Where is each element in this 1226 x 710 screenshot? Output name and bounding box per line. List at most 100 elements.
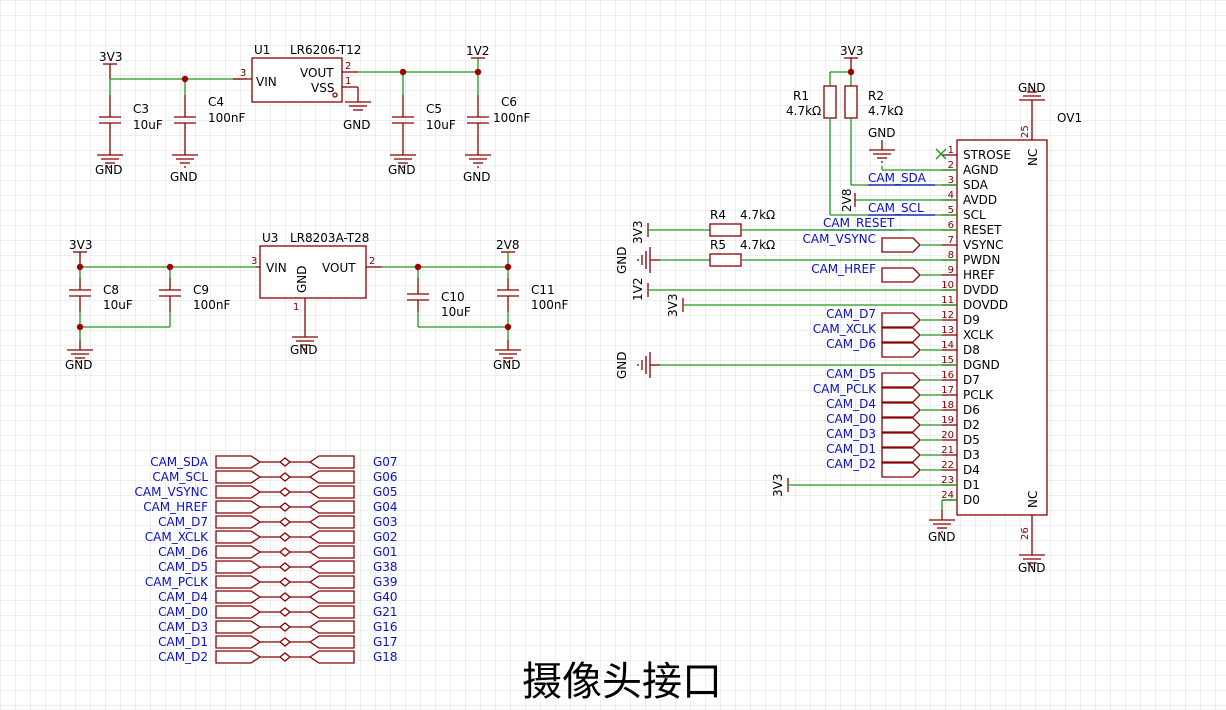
- port-shape: [881, 372, 921, 388]
- gpio-pin-name: G01: [373, 545, 398, 559]
- gpio-net-name: CAM_HREF: [143, 500, 208, 514]
- ov1-pin26-num: 26: [1020, 527, 1031, 540]
- ov1-pin-name: PCLK: [963, 388, 994, 402]
- ov1-pin-number: 19: [941, 415, 954, 426]
- ov1-pin-number: 8: [948, 250, 954, 261]
- ov1-pin-number: 10: [941, 280, 954, 291]
- ov1-pin-number: 21: [941, 445, 954, 456]
- gpio-map-row: [215, 590, 355, 604]
- gpio-map-row: [215, 560, 355, 574]
- gpio-pin-name: G05: [373, 485, 398, 499]
- c3-value: 10uF: [133, 118, 163, 132]
- gpio-map-row: [215, 545, 355, 559]
- sheet-title: 摄像头接口: [522, 659, 722, 705]
- gnd-label-c8: GND: [65, 358, 93, 372]
- gpio-net-name: CAM_D4: [158, 590, 208, 604]
- ov1-pin-number: 7: [948, 235, 954, 246]
- gpio-net-name: CAM_SCL: [152, 470, 208, 484]
- u3-part: LR8203A-T28: [290, 231, 369, 245]
- port-shape: [881, 342, 921, 358]
- ov1-pin-name: D4: [963, 463, 980, 477]
- u3-pin-gnd: GND: [295, 265, 309, 293]
- gpio-net-name: CAM_PCLK: [145, 575, 209, 589]
- gnd-label-dgnd: GND: [615, 351, 629, 379]
- ov1-pin-name: D9: [963, 313, 980, 327]
- ov1-pin-number: 17: [941, 385, 954, 396]
- gnd-label-ov1-bottom: GND: [1018, 561, 1046, 575]
- ov1-pin-name: DOVDD: [963, 298, 1008, 312]
- gpio-pin-name: G02: [373, 530, 398, 544]
- ov1-pin-name: D0: [963, 493, 980, 507]
- ov1-pin-name: STROSE: [963, 148, 1011, 162]
- ov1-pin-name: D5: [963, 433, 980, 447]
- port-shape: [881, 432, 921, 448]
- c10-value: 10uF: [441, 305, 471, 319]
- r5-value: 4.7kΩ: [740, 238, 775, 252]
- ov1-pin-number: 9: [948, 265, 954, 276]
- ov1-pin-number: 2: [948, 160, 954, 171]
- ov1-pin-number: 3: [948, 175, 954, 186]
- port-shape: [881, 447, 921, 463]
- gpio-map-row: [215, 470, 355, 484]
- ov1-pin-name: SCL: [963, 208, 986, 222]
- gnd-label-c5: GND: [388, 163, 416, 177]
- reset-pwdn-resistors: 3V3 R4 4.7kΩ GND R5 4.7kΩ 1V2 3V3 GND 3V…: [615, 148, 957, 544]
- port-shape: [881, 387, 921, 403]
- gnd-label-c4: GND: [170, 170, 198, 184]
- c8-ref: C8: [103, 283, 119, 297]
- port-shape: [881, 267, 921, 283]
- port-net-label: CAM_D3: [826, 427, 876, 441]
- r1-value: 4.7kΩ: [786, 104, 821, 118]
- gnd-label-agnd: GND: [868, 126, 896, 140]
- ov1-nc-top: NC: [1026, 149, 1040, 166]
- u3-pin2-num: 2: [369, 256, 375, 267]
- ov1-pin-number: 15: [941, 355, 954, 366]
- ov1-pin-number: 23: [941, 475, 954, 486]
- u1-pin2-num: 2: [345, 61, 351, 72]
- r2-ref: R2: [868, 89, 884, 103]
- net-cam-scl: CAM_SCL: [868, 201, 924, 215]
- c4-value: 100nF: [208, 111, 246, 125]
- u3-pin-vin: VIN: [266, 261, 287, 275]
- gpio-pin-name: G39: [373, 575, 398, 589]
- gpio-pin-name: G38: [373, 560, 398, 574]
- port-net-label: CAM_HREF: [811, 262, 876, 276]
- ov1-pin-name: AGND: [963, 163, 999, 177]
- port-shape: [881, 237, 921, 253]
- u3-regulator-block: 3V3 C8 10uF C9 100nF GND: [65, 231, 569, 372]
- c5-ref: C5: [426, 102, 442, 116]
- port-net-label: CAM_D7: [826, 307, 876, 321]
- ov1-pin-name: SDA: [963, 178, 989, 192]
- ov1-pin-name: HREF: [963, 268, 995, 282]
- c9-value: 100nF: [193, 298, 231, 312]
- ov1-pin-name: DVDD: [963, 283, 999, 297]
- ov1-pin-number: 13: [941, 325, 954, 336]
- power-flag-3v3-reset: 3V3: [631, 221, 645, 244]
- port-net-label: CAM_PCLK: [813, 382, 877, 396]
- gpio-net-name: CAM_D3: [158, 620, 208, 634]
- ov1-pin-number: 24: [941, 490, 954, 501]
- port-shape: [881, 402, 921, 418]
- ov1-pin25-num: 25: [1020, 125, 1031, 138]
- gpio-net-name: CAM_D0: [158, 605, 208, 619]
- ov1-pin-number: 4: [948, 190, 954, 201]
- power-flag-1v2: 1V2: [466, 44, 489, 58]
- gpio-net-name: CAM_SDA: [150, 455, 209, 469]
- port-net-label: CAM_D2: [826, 457, 876, 471]
- gpio-net-name: CAM_VSYNC: [135, 485, 208, 499]
- r4-ref: R4: [710, 208, 726, 222]
- u1-pin-vin: VIN: [256, 75, 277, 89]
- ov1-pin-name: PWDN: [963, 253, 1000, 267]
- c8-value: 10uF: [103, 298, 133, 312]
- gpio-net-name: CAM_D2: [158, 650, 208, 664]
- power-flag-3v3-u3: 3V3: [69, 238, 92, 252]
- ov1-pin-name: XCLK: [963, 328, 994, 342]
- ov1-pin-name: D8: [963, 343, 980, 357]
- gnd-label-pwdn: GND: [615, 246, 629, 274]
- gnd-label-c11: GND: [493, 358, 521, 372]
- u3-ref: U3: [262, 231, 278, 245]
- gpio-map-row: [215, 620, 355, 634]
- r1-ref: R1: [793, 89, 809, 103]
